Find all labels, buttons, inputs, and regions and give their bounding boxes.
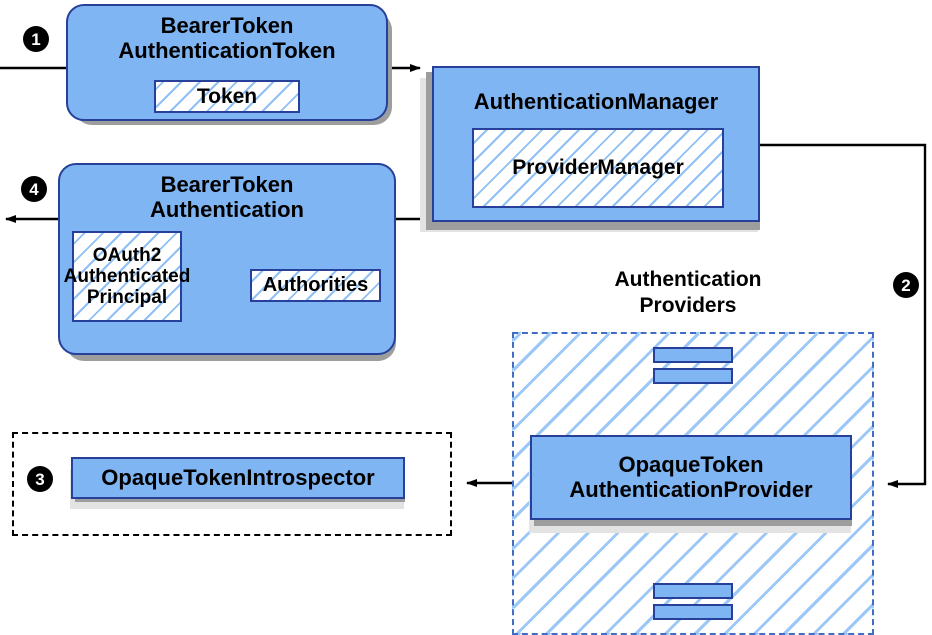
opaque-token-introspector-label: OpaqueTokenIntrospector (101, 464, 375, 490)
provider-manager-label: ProviderManager (512, 156, 684, 180)
bearer-token-authentication-line2: Authentication (150, 196, 304, 222)
opaque-token-authentication-provider-line2: AuthenticationProvider (569, 476, 813, 502)
marker-step-4-label: 4 (29, 179, 39, 199)
provider-stack-top-bar-1 (653, 347, 733, 363)
oauth2-authenticated-principal-line3: Principal (86, 287, 168, 309)
authentication-providers-title: Authentication Providers (512, 267, 864, 318)
token-inner-box[interactable]: Token (154, 80, 300, 113)
bearer-token-authentication-title: BearerToken Authentication (60, 172, 394, 222)
provider-stack-top-bar-2 (653, 368, 733, 384)
bearer-token-authentication[interactable]: BearerToken Authentication OAuth2 Authen… (58, 163, 396, 355)
authorities-label: Authorities (262, 274, 369, 297)
bearer-token-authentication-token[interactable]: BearerToken AuthenticationToken Token (66, 4, 388, 121)
opaque-token-authentication-provider[interactable]: OpaqueToken AuthenticationProvider (530, 435, 852, 520)
authentication-providers-title-line2: Providers (639, 293, 737, 317)
bearer-token-authentication-token-title: BearerToken AuthenticationToken (68, 13, 386, 63)
marker-step-4: 4 (21, 176, 47, 202)
bearer-token-authentication-token-line1: BearerToken (160, 13, 294, 38)
marker-step-2: 2 (893, 272, 919, 298)
opaque-token-authentication-provider-line1: OpaqueToken (618, 451, 764, 477)
oauth2-authenticated-principal-box[interactable]: OAuth2 Authenticated Principal (64, 231, 190, 322)
authentication-manager-title: AuthenticationManager (473, 89, 719, 114)
authorities-box[interactable]: Authorities (250, 269, 381, 302)
bearer-token-authentication-line1: BearerToken (160, 172, 294, 197)
oauth2-authenticated-principal-line2: Authenticated (63, 265, 191, 287)
opaque-token-introspector[interactable]: OpaqueTokenIntrospector (71, 457, 405, 499)
marker-step-1: 1 (23, 26, 49, 52)
authentication-providers-title-line1: Authentication (614, 268, 762, 291)
authentication-manager[interactable]: AuthenticationManager ProviderManager (432, 66, 760, 222)
oauth2-authenticated-principal-line1: OAuth2 (92, 244, 162, 266)
marker-step-2-label: 2 (901, 275, 911, 295)
marker-step-3: 3 (27, 466, 53, 492)
provider-stack-bottom-bar-1 (653, 583, 733, 599)
wire-manager-to-provider (760, 143, 927, 488)
token-inner-label: Token (196, 84, 258, 108)
marker-step-1-label: 1 (31, 29, 41, 49)
introspector-region (12, 432, 452, 536)
bearer-token-authentication-token-line2: AuthenticationToken (118, 37, 336, 63)
provider-stack-bottom-bar-2 (653, 604, 733, 620)
provider-manager-inner-box[interactable]: ProviderManager (472, 128, 724, 208)
marker-step-3-label: 3 (35, 469, 45, 489)
